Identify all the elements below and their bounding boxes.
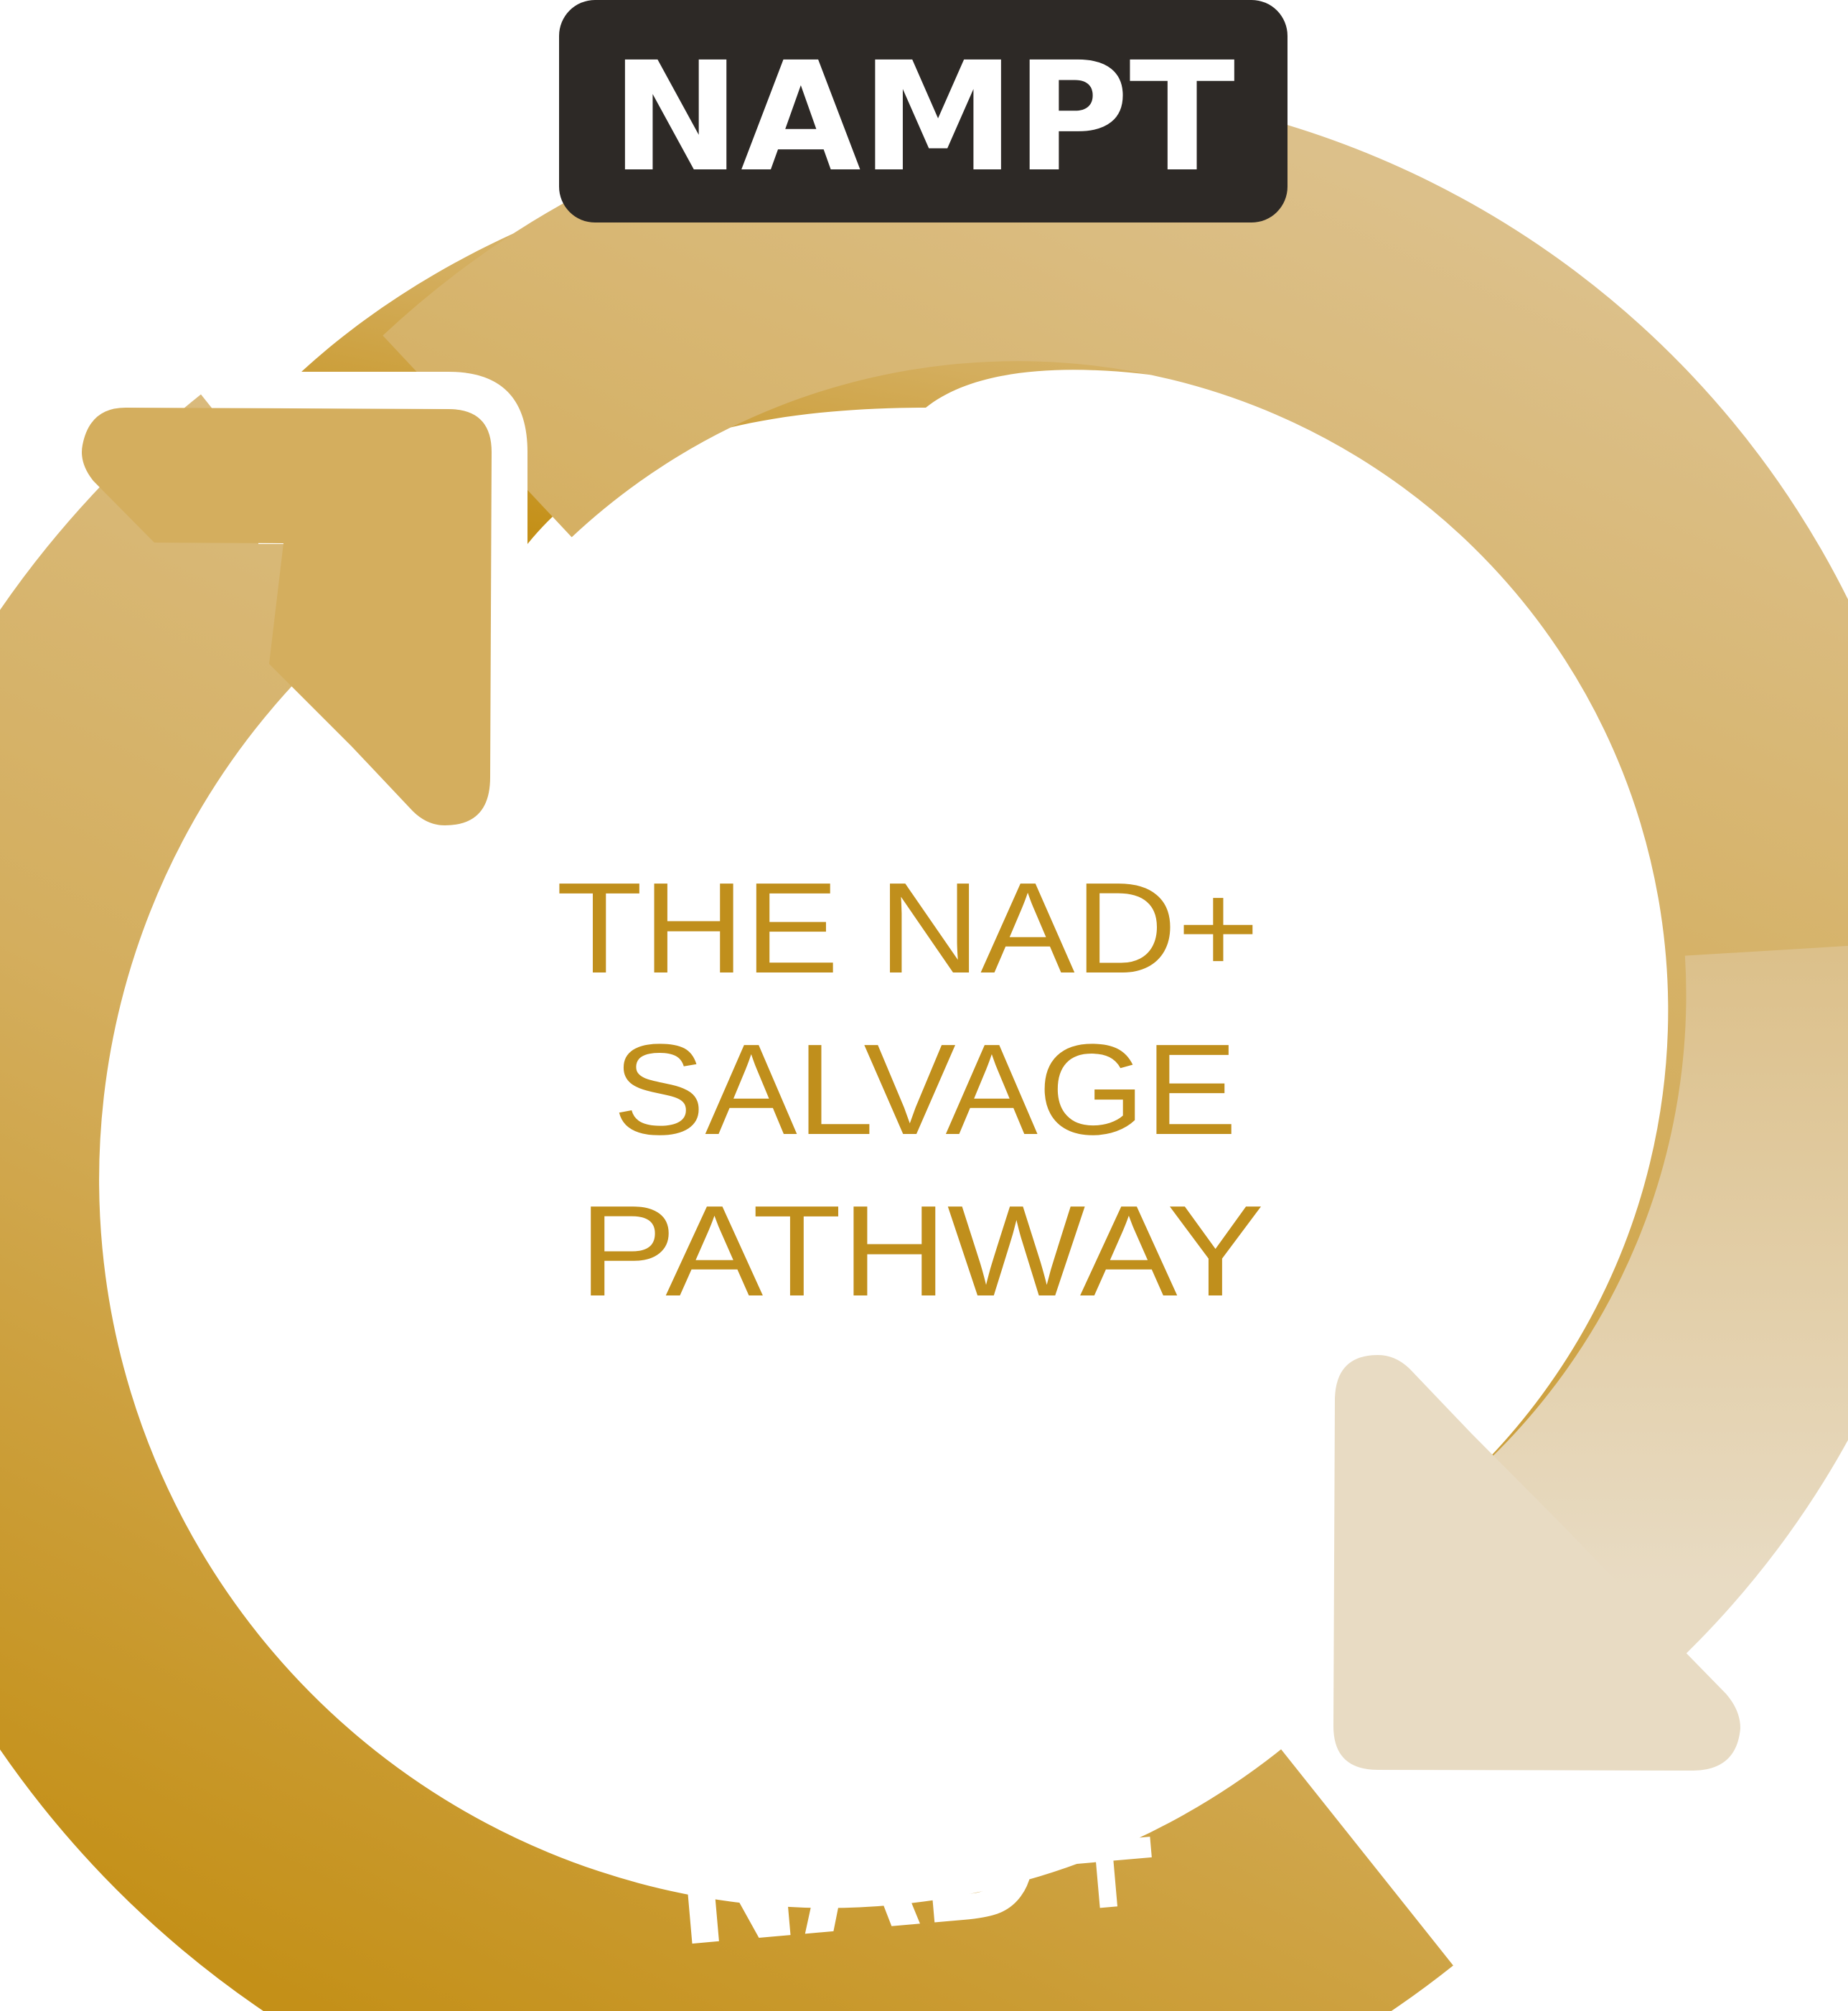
center-title-line-3: PATHWAY	[579, 1179, 1265, 1323]
center-title-line-2: SALVAGE	[613, 1018, 1237, 1162]
nampt-label-text: NAMPT	[611, 29, 1235, 205]
arrowhead-top-left	[82, 408, 492, 825]
cycle-ring	[0, 85, 1848, 2011]
arrowhead-bottom-right	[1333, 1355, 1740, 1771]
nampt-label-box	[559, 0, 1287, 222]
nampt-label: NAMPT	[559, 0, 1287, 222]
nad-plus-label: NAD+	[664, 1736, 1176, 1987]
center-title-line-1: THE NAD+	[556, 856, 1260, 1000]
center-title: THE NAD+ SALVAGE PATHWAY	[556, 856, 1265, 1323]
